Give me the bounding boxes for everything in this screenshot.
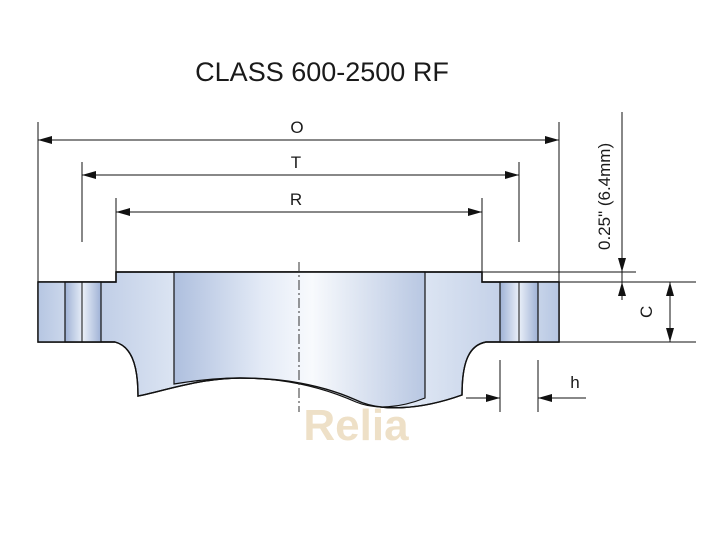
dimension-c-label: C <box>637 306 656 318</box>
dimension-r-label: R <box>290 190 302 209</box>
watermark-text: Relia <box>303 401 409 450</box>
dimension-raised-face-label: 0.25" (6.4mm) <box>595 143 614 250</box>
dimension-t: T <box>82 153 519 179</box>
dimension-t-label: T <box>291 153 301 172</box>
dimension-r: R <box>116 190 482 216</box>
dimension-o: O <box>38 118 559 144</box>
flange-outline <box>37 271 560 409</box>
dimension-raised-face: 0.25" (6.4mm) <box>595 112 626 300</box>
dimension-h: h <box>466 373 586 402</box>
dimension-c: C <box>637 282 674 342</box>
dimension-o-label: O <box>290 118 303 137</box>
diagram-title: CLASS 600-2500 RF <box>195 57 449 87</box>
dimension-h-label: h <box>570 373 579 392</box>
flange-body <box>37 262 560 412</box>
bolt-hole-left <box>64 281 102 343</box>
